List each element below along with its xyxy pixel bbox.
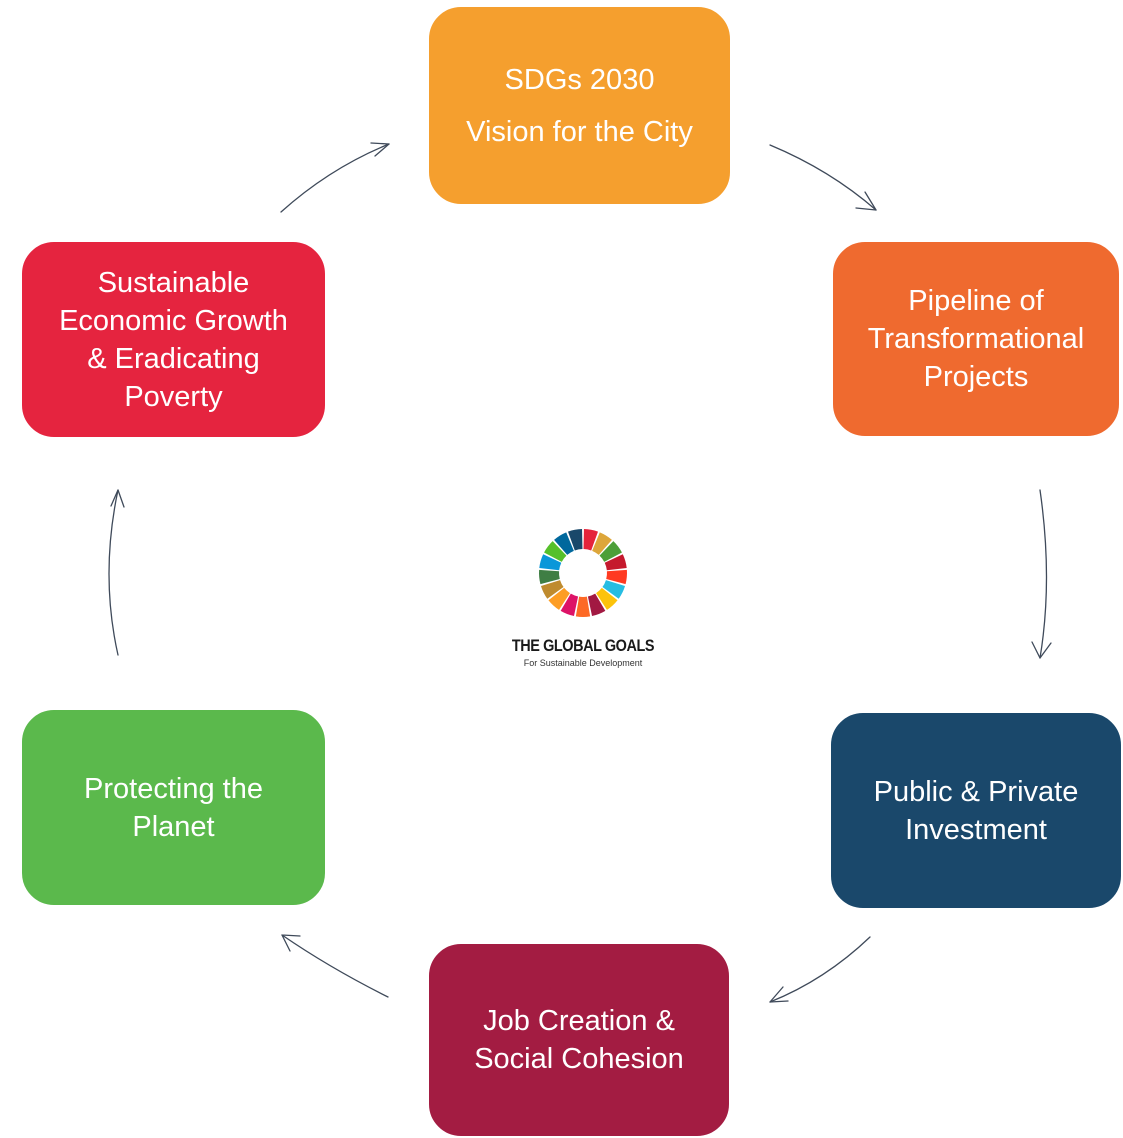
sdg-wheel-segment: [587, 593, 606, 617]
node-economic-growth: Sustainable Economic Growth & Eradicatin…: [20, 240, 327, 439]
sdg-wheel-icon: [539, 529, 627, 618]
node-label-line: Projects: [923, 361, 1029, 393]
arrow-pipeline-to-investment: [1031, 489, 1052, 659]
node-label-line: Poverty: [124, 380, 223, 413]
node-sdgs-vision: SDGs 2030 Vision for the City: [427, 5, 732, 206]
node-public-private-investment: Public & Private Investment: [829, 711, 1123, 910]
node-label-line: Planet: [132, 810, 215, 843]
sdg-wheel-segment: [592, 532, 612, 555]
sdg-wheel-segment: [583, 529, 598, 551]
sdg-wheel-segment: [544, 541, 567, 562]
sdg-wheel-segment: [554, 532, 574, 555]
sdg-wheel-segment: [602, 580, 626, 599]
sdg-wheel-segment: [540, 580, 564, 599]
node-label-line: Economic Growth: [59, 304, 288, 337]
node-label-line: Pipeline of: [908, 285, 1044, 317]
node-label-line: Social Cohesion: [474, 1043, 684, 1075]
node-label-line: Transformational: [867, 323, 1085, 355]
node-label-line: Protecting the: [84, 772, 263, 805]
arrow-investment-to-jobs: [769, 936, 871, 1003]
node-label-line: Sustainable: [97, 266, 250, 299]
node-pipeline-projects: Pipeline of Transformational Projects: [831, 240, 1121, 438]
logo-subtitle: For Sustainable Development: [523, 658, 643, 668]
sdg-wheel-segment: [539, 569, 560, 585]
node-label-line: Public & Private: [873, 775, 1079, 808]
sdg-wheel-segment: [575, 596, 591, 618]
node-label-line: SDGs 2030: [504, 63, 655, 96]
sdg-wheel-segment: [606, 569, 627, 585]
sdg-wheel-segment: [560, 593, 579, 617]
arrow-growth-to-vision: [280, 142, 390, 213]
sdg-wheel-segment: [568, 529, 583, 551]
sdg-wheel-segment: [548, 587, 570, 610]
global-goals-logo: THE GLOBAL GOALS For Sustainable Develop…: [496, 528, 670, 678]
arrow-jobs-to-planet: [281, 934, 389, 998]
arrow-planet-to-growth: [108, 489, 125, 656]
node-job-creation: Job Creation & Social Cohesion: [427, 942, 731, 1138]
node-protecting-planet: Protecting the Planet: [20, 708, 327, 907]
node-label-line: Investment: [905, 813, 1047, 846]
sdg-wheel-segment: [596, 587, 618, 610]
node-label-line: Job Creation &: [483, 1005, 675, 1037]
sdg-wheel-segment: [604, 554, 627, 571]
sdg-wheel-segment: [539, 554, 562, 571]
node-label-line: Vision for the City: [466, 115, 693, 148]
arrow-vision-to-pipeline: [769, 144, 877, 211]
logo-title: THE GLOBAL GOALS: [511, 636, 655, 655]
sdg-wheel-segment: [599, 541, 622, 562]
node-label-line: & Eradicating: [87, 342, 260, 375]
